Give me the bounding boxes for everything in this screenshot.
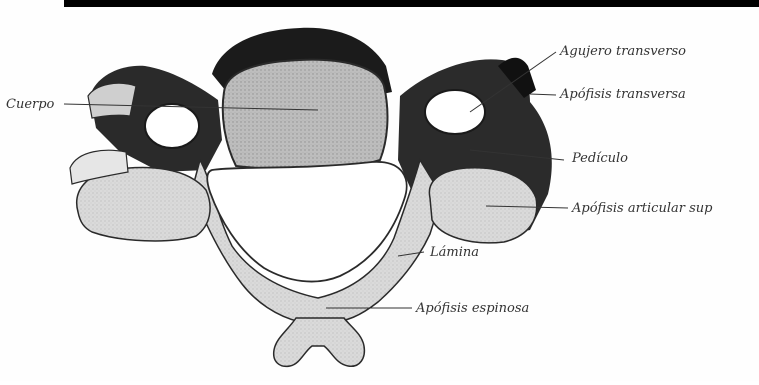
leader-line-apofisis-transversa — [530, 94, 556, 95]
right-transverse-foramen — [425, 90, 485, 134]
top-black-bar — [64, 0, 759, 7]
left-transverse-foramen — [145, 104, 199, 148]
right-articular-process — [429, 168, 536, 243]
label-apofisis-articular-sup: Apófisis articular sup — [571, 201, 713, 216]
label-lamina: Lámina — [429, 245, 479, 260]
label-apofisis-transversa: Apófisis transversa — [559, 87, 686, 102]
label-cuerpo: Cuerpo — [6, 97, 55, 112]
label-agujero-transverso: Agujero transverso — [559, 44, 686, 59]
left-transverse-process — [88, 83, 136, 118]
spinous-process — [274, 318, 365, 366]
vertebral-body — [223, 60, 388, 170]
label-pediculo: Pedículo — [571, 151, 628, 166]
label-apofisis-espinosa: Apófisis espinosa — [415, 301, 529, 316]
